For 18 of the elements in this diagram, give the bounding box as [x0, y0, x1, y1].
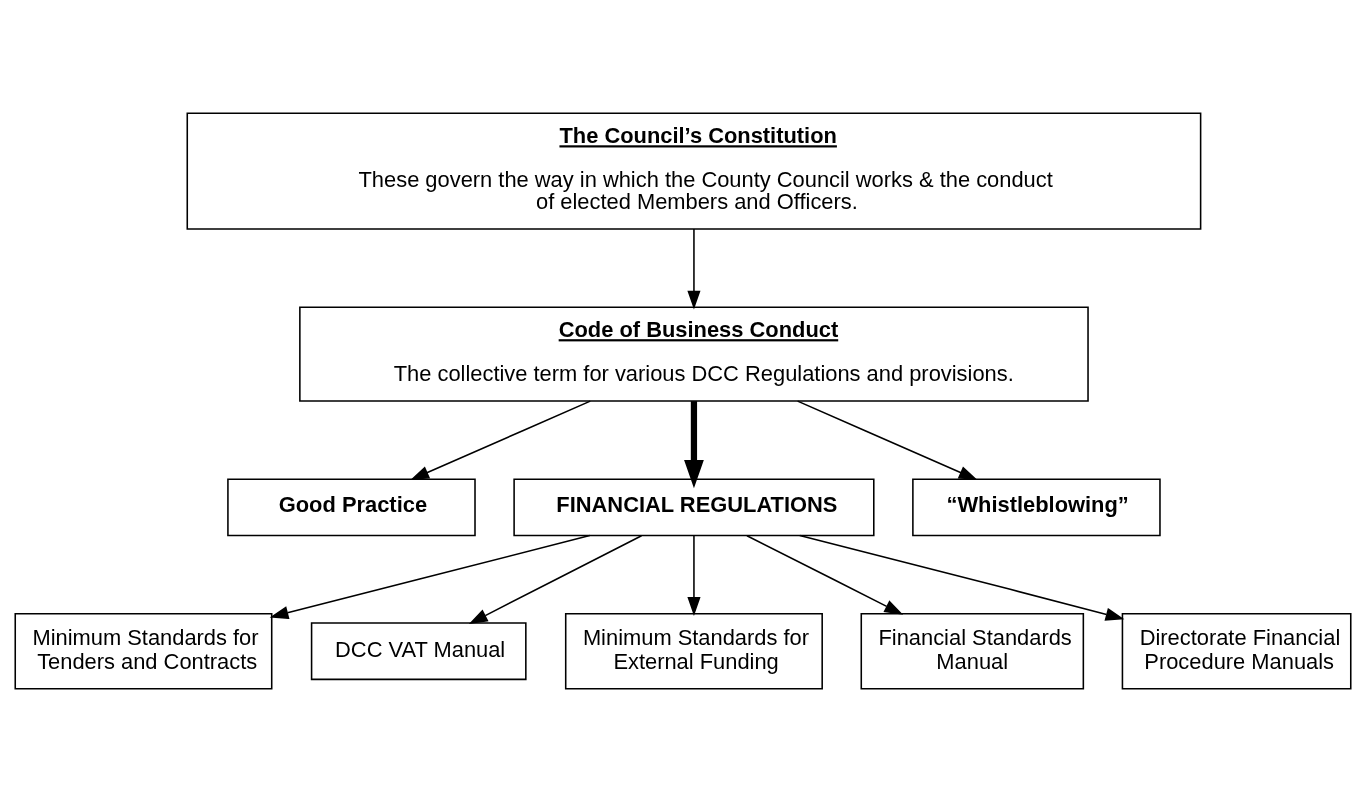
node-box: FINANCIAL REGULATIONS [513, 478, 875, 537]
node-box: Good Practice [227, 478, 476, 537]
arrow [687, 228, 701, 310]
arrow [746, 534, 904, 615]
arrow [410, 400, 592, 480]
arrow [796, 400, 978, 480]
node-box: Code of Business Conduct The collective term for various DCC Regulations and provisions. [299, 306, 1089, 402]
arrow [798, 534, 1125, 621]
node-box: The Council’s Constitution These govern the way in which the County Council works & the conduct of elected Members and Officers. [186, 112, 1202, 230]
node-box: Directorate Financial Procedure Manuals [1121, 612, 1352, 690]
node-box: “Whistleblowing” [912, 478, 1161, 537]
node-box: Financial Standards Manual [860, 612, 1085, 690]
node-box: Minimum Standards for External Funding [564, 612, 823, 690]
node-box: DCC VAT Manual [310, 622, 527, 681]
node-box: Minimum Standards for Tenders and Contracts [14, 612, 273, 690]
arrow [468, 534, 643, 624]
arrow [687, 535, 701, 616]
arrow [269, 534, 591, 620]
